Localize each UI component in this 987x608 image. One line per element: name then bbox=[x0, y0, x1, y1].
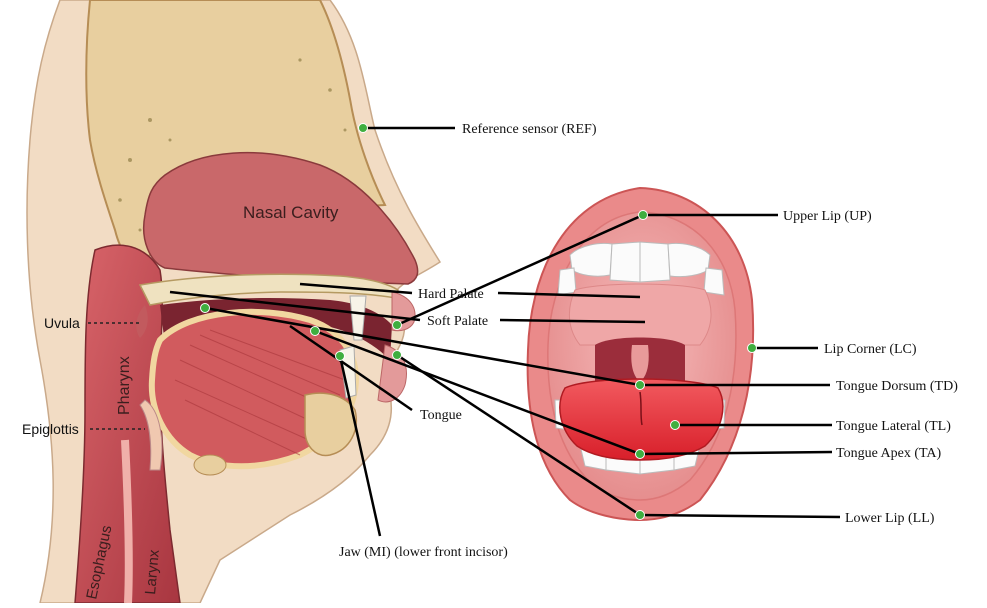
label-lower-lip: Lower Lip (LL) bbox=[845, 511, 935, 526]
sensor-ll-front bbox=[636, 511, 645, 520]
label-jaw: Jaw (MI) (lower front incisor) bbox=[339, 545, 508, 560]
sensor-up-sagittal bbox=[393, 321, 402, 330]
sensor-ll-sagittal bbox=[393, 351, 402, 360]
label-hard-palate: Hard Palate bbox=[418, 287, 484, 302]
sensor-up-front bbox=[639, 211, 648, 220]
pharynx-label: Pharynx bbox=[116, 356, 133, 415]
sensor-lc-front bbox=[748, 344, 757, 353]
sensor-tl-front bbox=[671, 421, 680, 430]
sagittal-head: Nasal Cavity Pharynx Esophagus Larynx Uv… bbox=[22, 0, 440, 603]
larynx-esophagus-divider bbox=[125, 440, 129, 603]
epiglottis-label: Epiglottis bbox=[22, 421, 79, 437]
label-tongue: Tongue bbox=[420, 408, 462, 423]
label-tongue-lateral: Tongue Lateral (TL) bbox=[836, 419, 951, 434]
sensor-ta-sagittal bbox=[311, 327, 320, 336]
nasal-cavity-label: Nasal Cavity bbox=[243, 203, 339, 222]
sensor-td-sagittal bbox=[201, 304, 210, 313]
label-reference-sensor: Reference sensor (REF) bbox=[462, 122, 597, 137]
palate bbox=[569, 284, 711, 345]
sensor-td-front bbox=[636, 381, 645, 390]
uvula-label: Uvula bbox=[44, 315, 80, 331]
label-tongue-dorsum: Tongue Dorsum (TD) bbox=[836, 379, 958, 394]
open-mouth bbox=[528, 188, 754, 520]
label-upper-lip: Upper Lip (UP) bbox=[783, 209, 872, 224]
label-soft-palate: Soft Palate bbox=[427, 314, 488, 329]
label-tongue-apex: Tongue Apex (TA) bbox=[836, 446, 942, 461]
sensor-ta-front bbox=[636, 450, 645, 459]
label-lip-corner: Lip Corner (LC) bbox=[824, 342, 917, 357]
hyoid-bone bbox=[194, 455, 226, 475]
leader-lower-lip-b bbox=[640, 515, 840, 517]
sensor-ref bbox=[359, 124, 368, 133]
sensor-jaw-sagittal bbox=[336, 352, 345, 361]
